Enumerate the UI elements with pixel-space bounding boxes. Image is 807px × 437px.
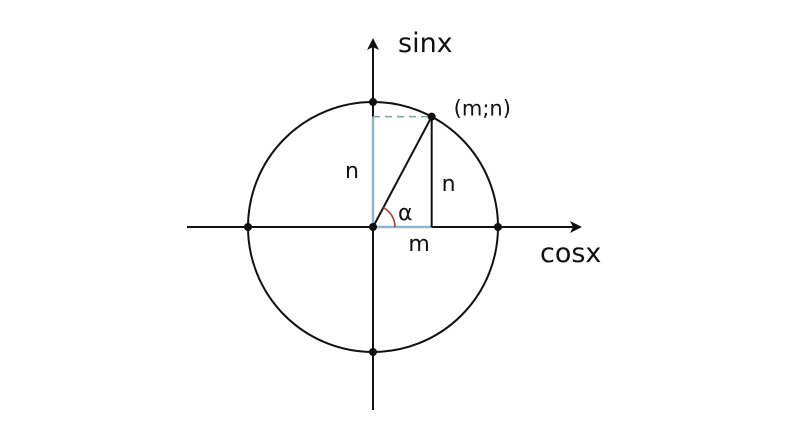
segment-n-left-label: n — [345, 159, 359, 184]
angle-alpha-arc — [382, 206, 396, 228]
y-axis-label: sinx — [398, 28, 453, 59]
segment-n-right-label: n — [442, 172, 456, 197]
radius-to-point — [372, 116, 433, 228]
dot-right — [494, 223, 502, 231]
point-m-n-dot — [427, 112, 436, 121]
dot-left — [244, 223, 252, 231]
dot-bottom — [369, 348, 377, 356]
segment-m-label: m — [408, 232, 429, 257]
origin-dot — [369, 223, 377, 231]
angle-alpha-label: α — [398, 201, 413, 226]
x-axis-label: cosx — [540, 238, 601, 269]
dot-top — [369, 98, 377, 106]
point-label: (m;n) — [454, 97, 511, 121]
